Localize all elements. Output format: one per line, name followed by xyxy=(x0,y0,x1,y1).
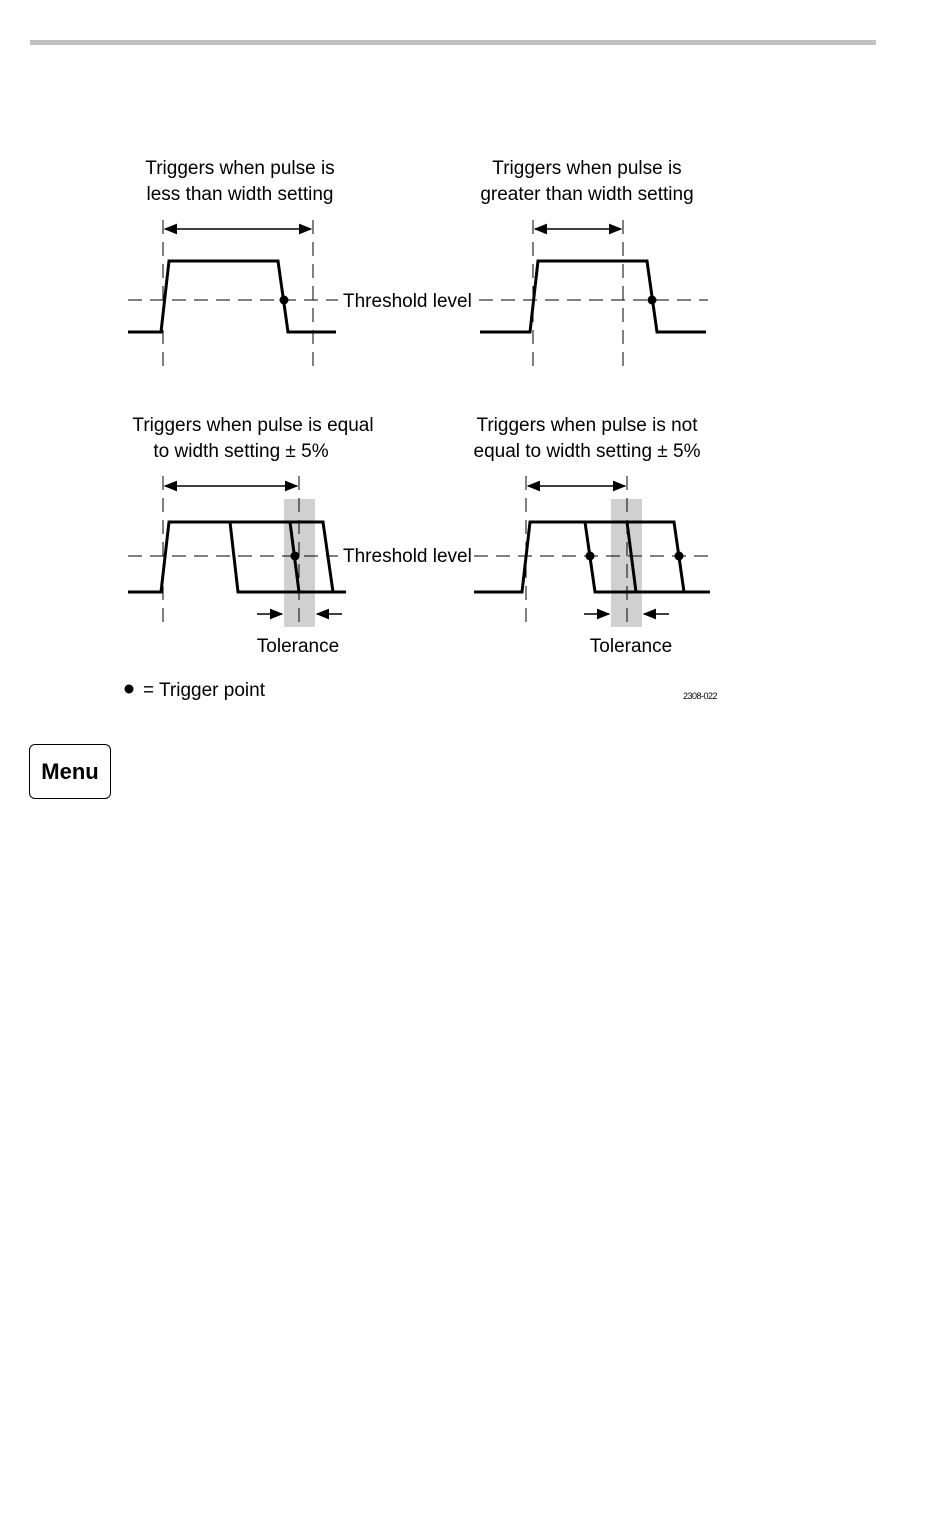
legend: = Trigger point xyxy=(125,680,266,701)
trigger-point-late xyxy=(675,552,684,561)
tolerance-band xyxy=(284,499,315,627)
trigger-point xyxy=(291,552,300,561)
panel-greater-than: Triggers when pulse is greater than widt… xyxy=(479,158,708,368)
trigger-point-legend-icon xyxy=(125,685,134,694)
trigger-point xyxy=(280,296,289,305)
menu-button[interactable]: Menu xyxy=(29,744,111,799)
tolerance-label: Tolerance xyxy=(257,636,339,657)
tolerance-band xyxy=(611,499,642,627)
legend-text: = Trigger point xyxy=(143,680,266,701)
tolerance-label: Tolerance xyxy=(590,636,672,657)
trigger-point-early xyxy=(586,552,595,561)
caption-less-than-line2: less than width setting xyxy=(147,184,334,205)
caption-not-equal-line1: Triggers when pulse is not xyxy=(476,415,698,436)
caption-greater-than-line2: greater than width setting xyxy=(480,184,693,205)
figure-id: 2308-022 xyxy=(683,691,718,701)
panel-less-than: Triggers when pulse is less than width s… xyxy=(128,158,338,368)
trigger-point xyxy=(648,296,657,305)
caption-less-than-line1: Triggers when pulse is xyxy=(145,158,334,179)
panel-equal: Triggers when pulse is equal to width se… xyxy=(128,415,374,657)
threshold-label-top: Threshold level xyxy=(343,291,472,312)
threshold-label-bottom: Threshold level xyxy=(343,546,472,567)
pulse-waveform xyxy=(128,261,336,332)
caption-not-equal-line2: equal to width setting ± 5% xyxy=(474,441,701,462)
pulse-waveform xyxy=(480,261,706,332)
caption-greater-than-line1: Triggers when pulse is xyxy=(492,158,681,179)
panel-not-equal: Triggers when pulse is not equal to widt… xyxy=(474,415,710,657)
pulse-edge-early xyxy=(230,522,333,592)
caption-equal-line2: to width setting ± 5% xyxy=(153,441,328,462)
pulse-width-trigger-diagram: Triggers when pulse is less than width s… xyxy=(0,0,950,720)
caption-equal-line1: Triggers when pulse is equal xyxy=(132,415,373,436)
